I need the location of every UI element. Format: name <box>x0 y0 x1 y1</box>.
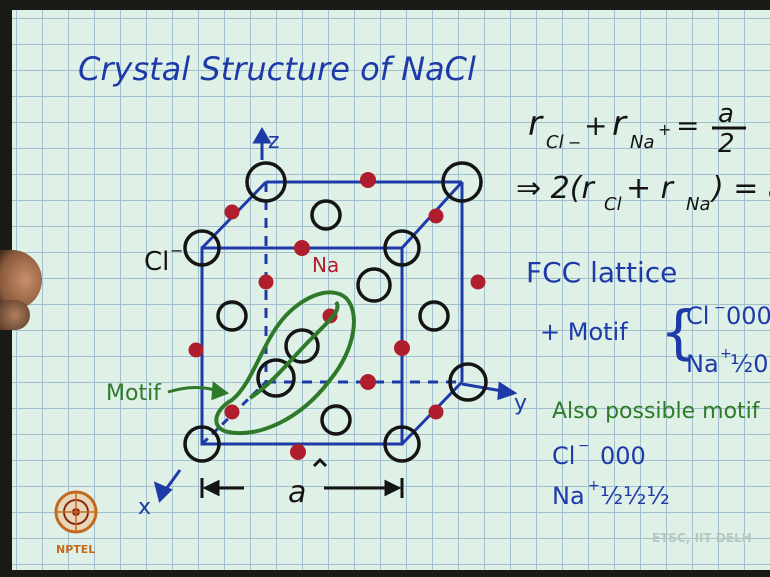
svg-text:=: = <box>676 109 699 142</box>
svg-text:+: + <box>588 478 600 494</box>
svg-text:{: { <box>660 298 697 366</box>
svg-text:Cl: Cl <box>552 442 575 470</box>
svg-text:½00: ½00 <box>730 350 770 378</box>
svg-text:000: 000 <box>726 302 770 330</box>
svg-text:−: − <box>714 300 726 316</box>
nptel-logo: NPTEL <box>54 490 98 556</box>
svg-text:+: + <box>658 120 671 139</box>
na-atom-label: Na <box>312 253 339 277</box>
alternate-motif: Cl − 000 Na + ½½½ <box>552 438 670 510</box>
svg-text:) = a: ) = a <box>710 171 770 206</box>
fcc-lattice-label: FCC lattice <box>526 256 677 289</box>
svg-text:2: 2 <box>718 129 735 159</box>
motif-arrow <box>167 381 230 401</box>
equation-radii-sum: r Cl − + r Na + = a 2 <box>528 99 746 159</box>
cl-atom-label: Cl <box>144 247 169 277</box>
motif-definition: + Motif { Cl − 000 Na + ½00 <box>540 298 770 378</box>
svg-text:a: a <box>718 99 734 129</box>
svg-text:r: r <box>612 104 628 144</box>
presenter-fingers <box>0 300 30 330</box>
motif-outline <box>214 290 356 436</box>
lattice-parameter-label: a <box>288 475 306 510</box>
svg-text:⇒ 2(r: ⇒ 2(r <box>516 171 595 206</box>
svg-text:Na: Na <box>686 350 719 378</box>
svg-text:Cl: Cl <box>604 194 622 215</box>
svg-text:+ r: + r <box>626 171 675 206</box>
svg-text:NPTEL: NPTEL <box>56 543 95 556</box>
svg-text:+ Motif: + Motif <box>540 318 628 346</box>
svg-text:r: r <box>528 104 544 144</box>
watermark: ETSC, IIT DELH <box>652 531 752 545</box>
svg-text:−: − <box>170 241 183 260</box>
x-axis-label: x <box>138 495 151 520</box>
svg-text:+: + <box>584 109 607 142</box>
svg-text:½½½: ½½½ <box>600 482 670 510</box>
svg-text:−: − <box>568 133 581 152</box>
also-possible-label: Also possible motif <box>552 399 761 424</box>
svg-text:Cl: Cl <box>686 302 709 330</box>
svg-text:Na: Na <box>686 194 711 215</box>
svg-text:−: − <box>578 438 590 454</box>
svg-text:Na: Na <box>630 132 655 153</box>
svg-text:Na: Na <box>552 482 585 510</box>
na-atoms <box>188 172 486 460</box>
axes <box>153 127 518 503</box>
cl-atoms <box>183 161 488 463</box>
equation-lattice-param: ⇒ 2(r Cl + r Na ) = a <box>516 171 770 215</box>
svg-text:Cl: Cl <box>546 132 564 153</box>
motif-label: Motif <box>106 381 162 406</box>
page-title: Crystal Structure of NaCl <box>78 50 476 88</box>
lattice-parameter-dimension <box>200 457 404 498</box>
y-axis-label: y <box>514 391 527 416</box>
z-axis-label: z <box>268 129 280 154</box>
svg-text:+: + <box>720 346 732 362</box>
svg-text:000: 000 <box>600 442 646 470</box>
